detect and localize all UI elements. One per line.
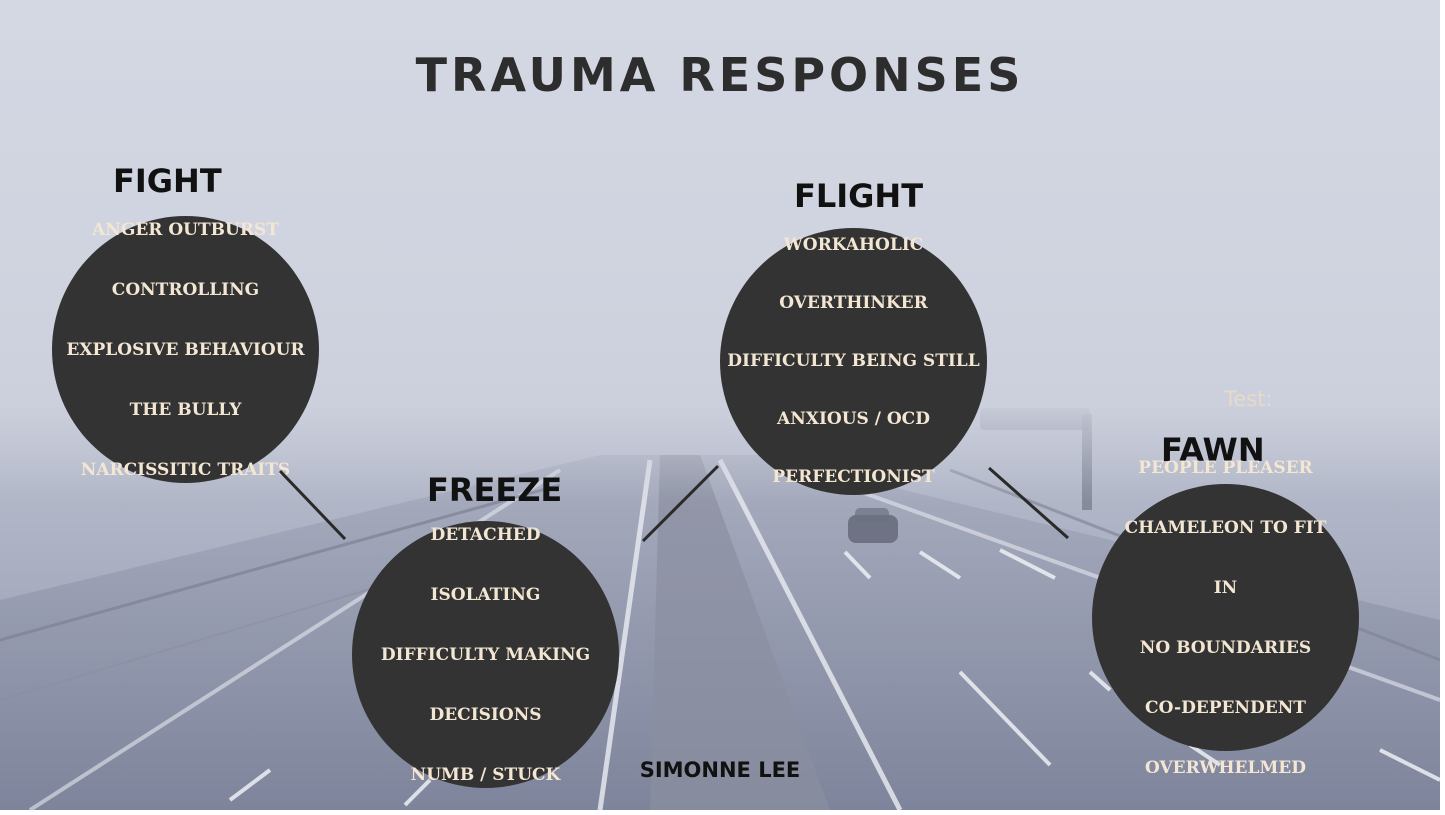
test-label: Test: xyxy=(1224,387,1273,411)
fawn-trait: NO BOUNDARIES xyxy=(1139,637,1312,658)
connector-fight-freeze xyxy=(278,469,347,541)
flight-trait: OVERTHINKER xyxy=(779,293,928,313)
flight-trait: DIFFICULTY BEING STILL xyxy=(727,351,980,371)
fawn-traits-list: PEOPLE PLEASER CHAMELEON TO FIT IN NO BO… xyxy=(1125,423,1327,811)
freeze-trait: DETACHED xyxy=(430,524,541,545)
fight-trait: NARCISSITIC TRAITS xyxy=(80,459,291,480)
fawn-trait: PEOPLE PLEASER xyxy=(1138,457,1313,478)
fawn-label: FAWN xyxy=(1161,431,1265,469)
freeze-circle: DETACHED ISOLATING DIFFICULTY MAKING DEC… xyxy=(352,521,619,788)
connector-freeze-flight xyxy=(641,464,720,543)
flight-trait: PERFECTIONIST xyxy=(772,467,935,487)
fawn-trait: CHAMELEON TO FIT xyxy=(1124,517,1327,538)
fawn-trait: OVERWHELMED xyxy=(1144,757,1306,778)
fight-trait: EXPLOSIVE BEHAVIOUR xyxy=(66,339,305,360)
flight-traits-list: WORKAHOLIC OVERTHINKER DIFFICULTY BEING … xyxy=(727,202,979,521)
fight-traits-list: ANGER OUTBURST CONTROLLING EXPLOSIVE BEH… xyxy=(66,185,304,515)
freeze-trait: DECISIONS xyxy=(429,704,542,725)
flight-circle: WORKAHOLIC OVERTHINKER DIFFICULTY BEING … xyxy=(720,228,987,495)
fight-trait: CONTROLLING xyxy=(111,279,260,300)
freeze-trait: DIFFICULTY MAKING xyxy=(380,644,591,665)
author-name: SIMONNE LEE xyxy=(639,758,801,782)
slide-title: TRAUMA RESPONSES xyxy=(415,48,1025,102)
flight-trait: ANXIOUS / OCD xyxy=(777,409,930,429)
freeze-trait: NUMB / STUCK xyxy=(410,764,561,785)
connector-flight-fawn xyxy=(988,466,1069,540)
freeze-traits-list: DETACHED ISOLATING DIFFICULTY MAKING DEC… xyxy=(381,490,590,811)
flight-label: FLIGHT xyxy=(794,177,924,215)
freeze-trait: ISOLATING xyxy=(430,584,541,605)
flight-trait: WORKAHOLIC xyxy=(783,235,924,255)
fight-label: FIGHT xyxy=(113,162,222,200)
fawn-trait: IN xyxy=(1213,577,1238,598)
fawn-trait: CO-DEPENDENT xyxy=(1145,697,1306,718)
fawn-circle: PEOPLE PLEASER CHAMELEON TO FIT IN NO BO… xyxy=(1092,458,1359,778)
freeze-label: FREEZE xyxy=(427,471,563,509)
fight-circle: ANGER OUTBURST CONTROLLING EXPLOSIVE BEH… xyxy=(52,216,319,483)
fight-trait: ANGER OUTBURST xyxy=(92,219,279,240)
fight-trait: THE BULLY xyxy=(129,399,242,420)
